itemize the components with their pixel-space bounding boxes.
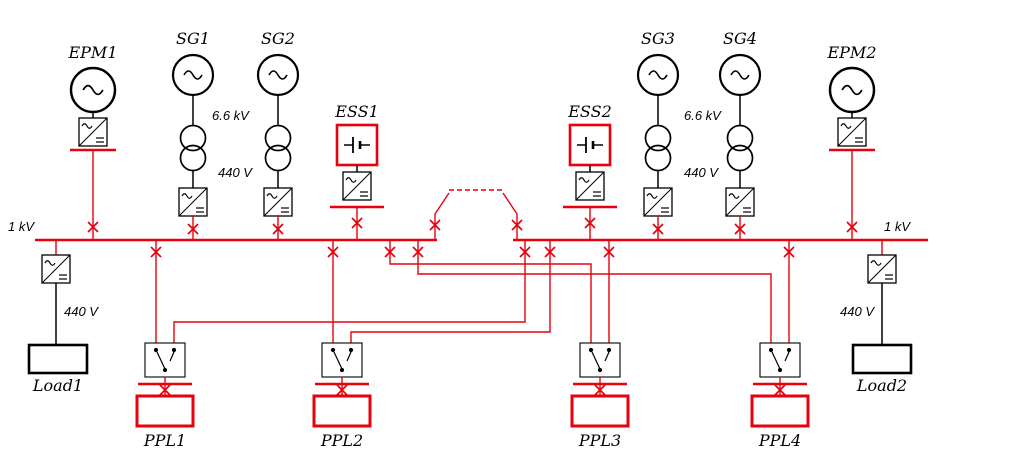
sg1-label: SG1 (176, 29, 210, 48)
gen-lv-left-label: 440 V (218, 165, 253, 180)
ppl1-transfer-switch-icon (144, 342, 186, 378)
sg2-branch: SG2 (256, 29, 300, 240)
ppl3-label: PPL3 (578, 431, 621, 450)
bus-voltage-right-label: 1 kV (884, 219, 911, 234)
ppl1-unit: PPL1 (135, 342, 195, 450)
ppl2-box (312, 394, 372, 428)
sg3-generator-icon (636, 53, 680, 97)
load1-branch: 440 V Load1 (27, 240, 99, 395)
ppl4-left-feeder (417, 240, 772, 343)
sg4-transformer-icon (726, 124, 754, 172)
ess1-battery-box (335, 123, 379, 167)
load1-label: Load1 (32, 376, 83, 395)
ess2-converter-icon (575, 171, 605, 201)
epm1-branch: EPM1 (67, 43, 118, 240)
ppl1-box (135, 394, 195, 428)
sg4-label: SG4 (723, 29, 757, 48)
sg3-label: SG3 (641, 29, 675, 48)
sg3-branch: SG3 (636, 29, 680, 240)
ppl3-transfer-switch-icon (579, 342, 621, 378)
ppl-feeder-network (150, 240, 795, 343)
gen-hv-left-label: 6.6 kV (212, 108, 250, 123)
load1-converter-icon (41, 254, 71, 284)
bus-tie-switch (429, 189, 523, 240)
load1-box (27, 343, 89, 375)
ppl3-unit: PPL3 (570, 342, 630, 450)
epm2-converter-icon (837, 117, 867, 147)
sg2-label: SG2 (261, 29, 295, 48)
epm1-converter-icon (78, 117, 108, 147)
sg4-converter-icon (725, 187, 755, 217)
tie-left-blade (434, 192, 450, 215)
sg1-converter-icon (178, 187, 208, 217)
ppl4-label: PPL4 (758, 431, 801, 450)
bus-voltage-left-label: 1 kV (8, 219, 35, 234)
ppl4-box (750, 394, 810, 428)
sg3-transformer-icon (644, 124, 672, 172)
ppl2-unit: PPL2 (312, 342, 372, 450)
sg1-transformer-icon (179, 124, 207, 172)
ess1-branch: ESS1 (330, 102, 384, 240)
gen-hv-right-label: 6.6 kV (684, 108, 722, 123)
ppl4-transfer-switch-icon (759, 342, 801, 378)
ppl3-left-feeder (389, 240, 592, 343)
load2-converter-icon (867, 254, 897, 284)
load2-label: Load2 (856, 376, 907, 395)
ess1-converter-icon (342, 171, 372, 201)
sg-left-voltage-labels: 6.6 kV 440 V (212, 108, 253, 180)
ppl4-unit: PPL4 (750, 342, 810, 450)
ess1-label: ESS1 (334, 102, 379, 121)
load2-box (851, 343, 913, 375)
ess2-branch: ESS2 (563, 102, 617, 240)
epm1-generator-icon (69, 66, 117, 114)
ppl1-label: PPL1 (143, 431, 186, 450)
ppl2-label: PPL2 (320, 431, 363, 450)
sg3-converter-icon (643, 187, 673, 217)
sg2-transformer-icon (264, 124, 292, 172)
sg4-generator-icon (718, 53, 762, 97)
ess2-label: ESS2 (567, 102, 612, 121)
ppl1-right-feeder (173, 240, 526, 343)
tie-right-blade (502, 192, 518, 215)
epm1-label: EPM1 (67, 43, 117, 62)
ppl2-transfer-switch-icon (321, 342, 363, 378)
sg4-branch: SG4 (718, 29, 762, 240)
epm2-generator-icon (828, 66, 876, 114)
ppl3-box (570, 394, 630, 428)
epm2-label: EPM2 (826, 43, 876, 62)
load1-voltage-label: 440 V (64, 304, 99, 319)
sg1-branch: SG1 (171, 29, 215, 240)
sg1-generator-icon (171, 53, 215, 97)
sg2-generator-icon (256, 53, 300, 97)
load2-voltage-label: 440 V (840, 304, 875, 319)
epm2-branch: EPM2 (826, 43, 877, 240)
load2-branch: 440 V Load2 (840, 240, 913, 395)
sg2-converter-icon (263, 187, 293, 217)
ppl2-right-feeder (350, 240, 551, 343)
sg-right-voltage-labels: 6.6 kV 440 V (684, 108, 722, 180)
main-bus: 1 kV 1 kV (8, 219, 928, 242)
gen-lv-right-label: 440 V (684, 165, 719, 180)
ess2-battery-box (568, 123, 612, 167)
